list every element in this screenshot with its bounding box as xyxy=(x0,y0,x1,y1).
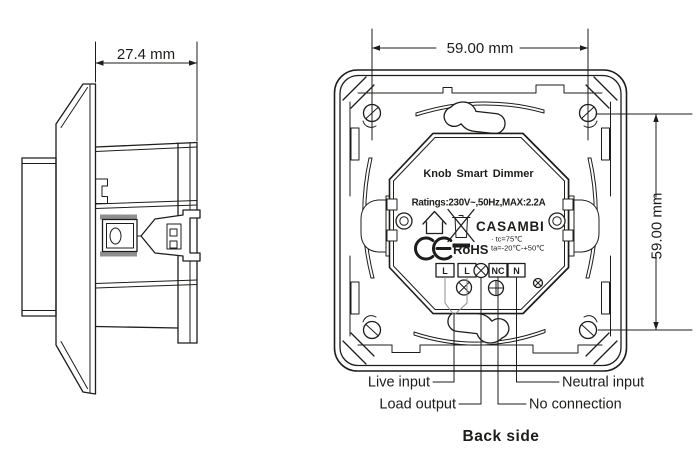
terminal-l1-label: L xyxy=(442,266,448,276)
screw-icon xyxy=(395,212,566,297)
depth-dimension: 27.4 mm xyxy=(95,41,198,142)
ce-mark-icon xyxy=(414,236,453,261)
circle-x-terminal-icon xyxy=(473,262,489,279)
mounting-plate xyxy=(333,69,628,372)
height-dimension-text: 59.00 mm xyxy=(649,193,666,260)
corner-bracket-bottom-right xyxy=(578,315,618,365)
terminal-leaders: Live input Load output No connection Neu… xyxy=(368,277,644,413)
front-plate xyxy=(55,83,97,395)
terminal-l2-label: L xyxy=(464,266,470,276)
keyhole-slot-top xyxy=(443,101,506,135)
keyhole-slot-bottom xyxy=(447,310,510,344)
terminal-n-label: N xyxy=(513,266,520,276)
product-name: Knob Smart Dimmer xyxy=(423,168,534,180)
brand-logo-text: CASAMBI xyxy=(476,219,545,234)
retaining-spring-top xyxy=(415,101,545,117)
indoor-use-house-icon xyxy=(422,210,447,235)
back-view: Knob Smart Dimmer Ratings:230V~,50Hz,MAX… xyxy=(333,28,693,413)
width-dimension-text: 59.00 mm xyxy=(447,40,514,57)
retaining-spring-bottom xyxy=(413,329,546,346)
live-input-label: Live input xyxy=(368,375,430,391)
terminal-nc-label: NC xyxy=(492,266,505,276)
width-dimension: 59.00 mm xyxy=(371,28,589,141)
no-connection-label: No connection xyxy=(529,397,622,413)
load-output-label: Load output xyxy=(379,397,456,413)
corner-bracket-top-left xyxy=(342,76,382,128)
height-dimension: 59.00 mm xyxy=(595,113,693,331)
depth-dimension-text: 27.4 mm xyxy=(117,46,175,63)
corner-bracket-top-right xyxy=(578,76,618,128)
dimmer-octagon: Knob Smart Dimmer Ratings:230V~,50Hz,MAX… xyxy=(386,132,574,315)
mounting-body xyxy=(94,141,198,344)
temp-ta-text: ta=-20℃-+50℃ xyxy=(491,244,545,253)
side-view: 27.4 mm xyxy=(21,41,201,395)
terminal-block: L L NC N xyxy=(435,262,526,279)
neutral-input-label: Neutral input xyxy=(562,375,644,391)
corner-bracket-bottom-left xyxy=(342,315,382,365)
weee-crossed-bin-icon xyxy=(447,208,475,248)
caption: Back side xyxy=(463,428,540,445)
rotary-knob xyxy=(21,157,57,317)
spring-clip xyxy=(100,209,201,262)
rohs-text: RoHS xyxy=(453,242,489,257)
claw-bracket-top xyxy=(95,178,108,204)
ratings-text: Ratings:230V~,50Hz,MAX:2.2A xyxy=(412,198,546,209)
temp-tc-text: · tc=75℃ xyxy=(491,235,523,244)
